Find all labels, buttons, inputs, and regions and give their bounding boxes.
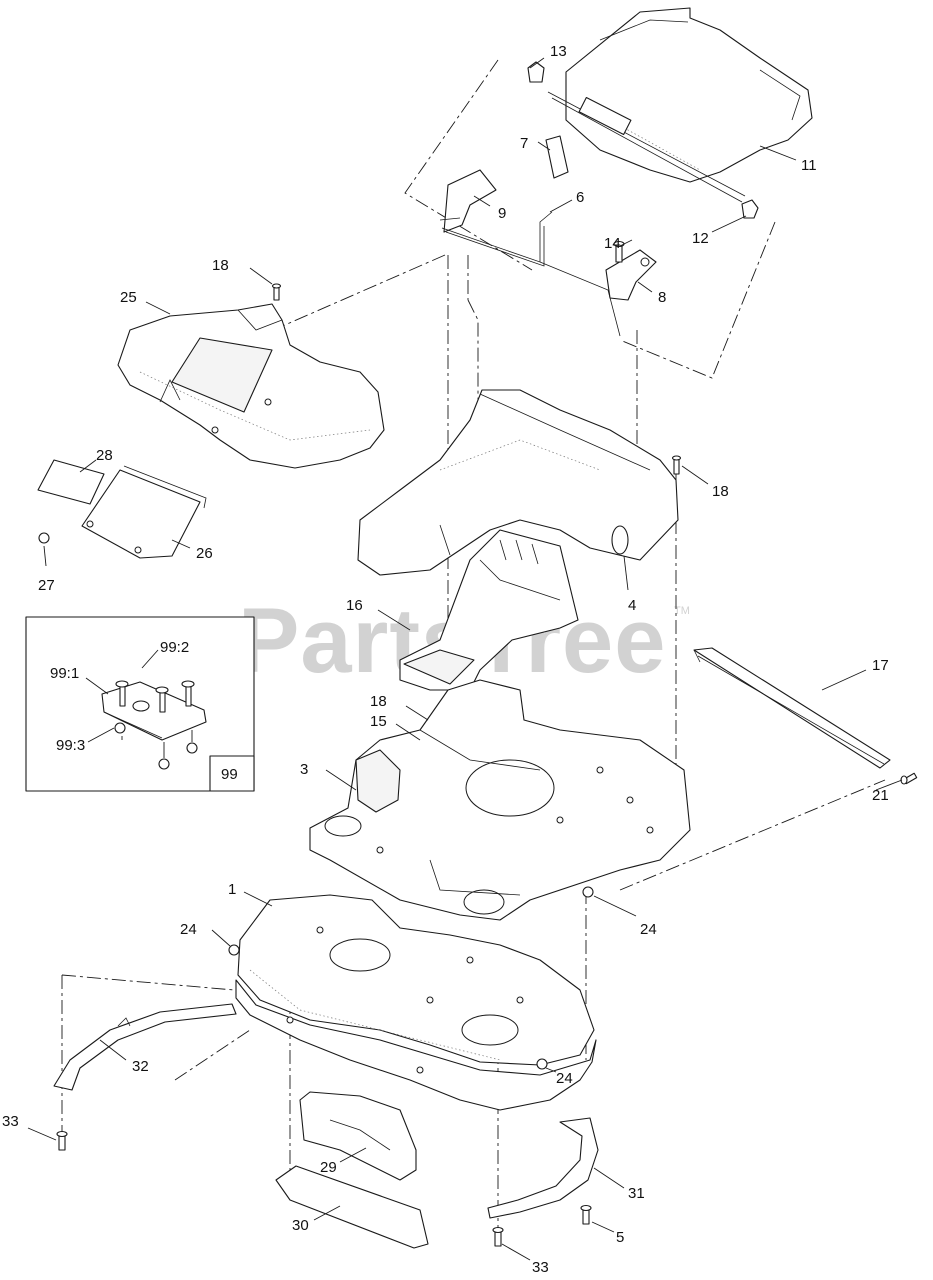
part-4-upper-shroud <box>357 389 679 576</box>
part-5-bolt <box>580 1204 592 1225</box>
part-18-screw-b <box>671 455 682 475</box>
part-31-arc-bracket <box>487 1117 599 1219</box>
callout-21: 21 <box>872 787 889 804</box>
callout-15: 15 <box>370 713 387 730</box>
part-33-bolt-b <box>492 1226 504 1247</box>
callout-17: 17 <box>872 657 889 674</box>
part-27-screw <box>38 532 50 544</box>
callout-29: 29 <box>320 1159 337 1176</box>
callout-33-b: 33 <box>532 1259 549 1276</box>
kit-99-number-box <box>209 755 255 792</box>
kit-callout-99-2: 99:2 <box>160 639 189 656</box>
callout-24-b: 24 <box>640 921 657 938</box>
part-1-deck <box>235 894 597 1111</box>
part-30-plate <box>275 1165 429 1249</box>
kit-number-label: 99 <box>221 766 238 783</box>
callout-28: 28 <box>96 447 113 464</box>
part-9-bracket <box>439 169 497 233</box>
callout-24-c: 24 <box>556 1070 573 1087</box>
callout-13: 13 <box>550 43 567 60</box>
part-32-arc-bracket <box>53 1003 237 1091</box>
part-21-screw <box>900 772 918 785</box>
callout-18-c: 18 <box>370 693 387 710</box>
watermark-trademark: TM <box>674 605 690 617</box>
part-24-nut-b <box>582 886 594 898</box>
part-25-console-shroud <box>117 303 385 469</box>
part-24-nut-a <box>228 944 240 956</box>
part-17-strip <box>693 647 891 769</box>
part-28-decal <box>37 459 105 505</box>
callout-leaders <box>27 57 903 1261</box>
part-16-duct <box>399 529 579 691</box>
callout-33-a: 33 <box>2 1113 19 1130</box>
callout-30: 30 <box>292 1217 309 1234</box>
callout-27: 27 <box>38 577 55 594</box>
part-26-plate <box>81 465 207 559</box>
callout-26: 26 <box>196 545 213 562</box>
kit-callout-99-3: 99:3 <box>56 737 85 754</box>
callout-labels: 13 11 12 7 9 6 14 8 18 25 28 26 27 18 4 … <box>2 43 889 1276</box>
callout-25: 25 <box>120 289 137 306</box>
part-24-nut-c <box>536 1058 548 1070</box>
callout-1: 1 <box>228 881 236 898</box>
callout-4: 4 <box>628 597 636 614</box>
callout-32: 32 <box>132 1058 149 1075</box>
callout-9: 9 <box>498 205 506 222</box>
part-11-cover <box>527 7 813 219</box>
callout-7: 7 <box>520 135 528 152</box>
part-29-baffle <box>299 1091 417 1181</box>
part-8-bracket <box>605 249 657 301</box>
part-33-bolt-a <box>56 1130 68 1151</box>
kit-callout-99-1: 99:1 <box>50 665 79 682</box>
callout-5: 5 <box>616 1229 624 1246</box>
kit-99-inset <box>25 616 255 792</box>
part-3-frame <box>309 679 691 921</box>
part-7-pad <box>545 135 569 179</box>
part-18-screw-a <box>271 283 282 301</box>
callout-12: 12 <box>692 230 709 247</box>
callout-11: 11 <box>801 157 817 174</box>
callout-3: 3 <box>300 761 308 778</box>
callout-16: 16 <box>346 597 363 614</box>
callout-18-a: 18 <box>212 257 229 274</box>
part-6-rod <box>441 211 553 263</box>
callout-24-a: 24 <box>180 921 197 938</box>
callout-31: 31 <box>628 1185 645 1202</box>
callout-6: 6 <box>576 189 584 206</box>
callout-8: 8 <box>658 289 666 306</box>
callout-18-b: 18 <box>712 483 729 500</box>
callout-14: 14 <box>604 235 621 252</box>
